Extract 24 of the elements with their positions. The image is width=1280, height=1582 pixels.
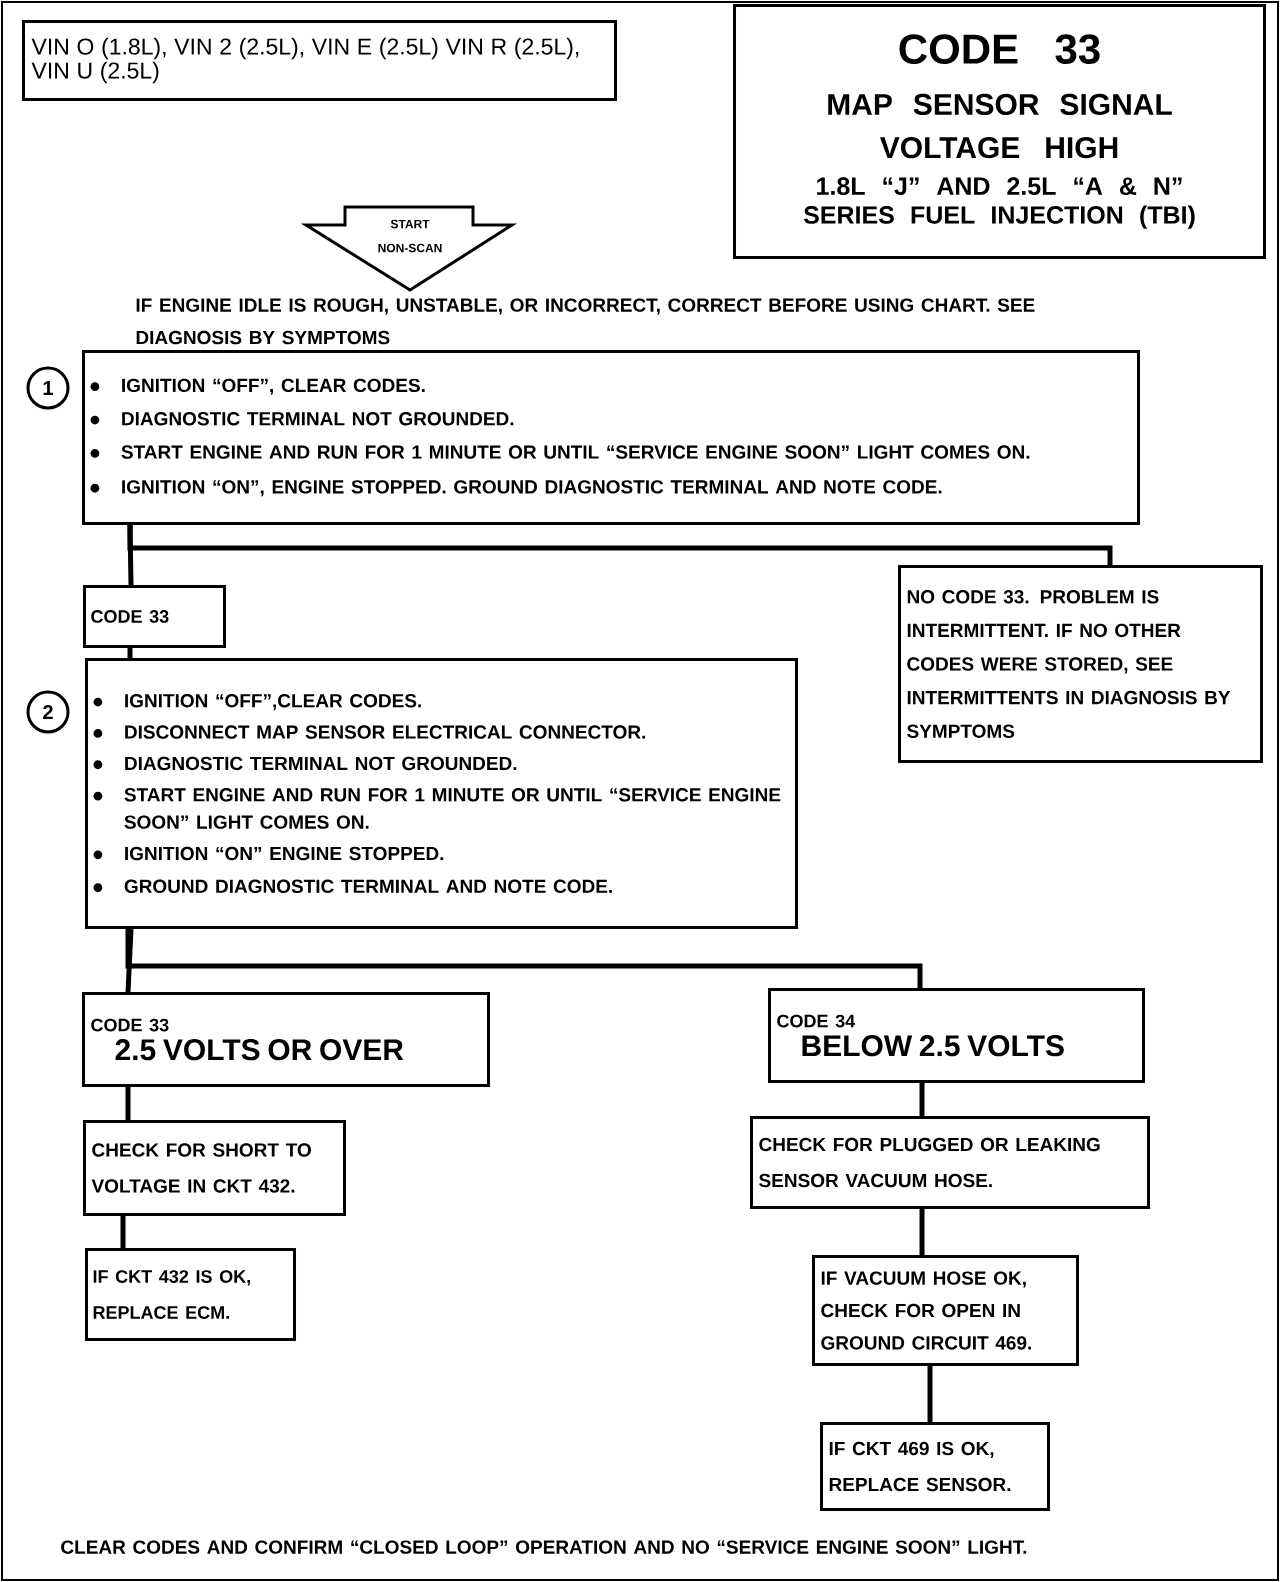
connector-line (125, 928, 134, 993)
result-box: NO CODE 33. PROBLEM IS INTERMITTENT. IF NO OTHER CODES WERE STORED, SEE INTERMITTENTS IN DIAGNOSIS BY SYMPTOMS (898, 565, 1263, 763)
connector-line (127, 648, 133, 658)
connector-line (125, 1087, 131, 1120)
connector-line (919, 1083, 925, 1116)
connector-line (919, 1209, 925, 1255)
connector-line (120, 1216, 126, 1248)
vin-box: VIN O (1.8L), VIN 2 (2.5L), VIN E (2.5L) VIN R (2.5L), VIN U (2.5L) (22, 20, 617, 101)
title-box: CODE 33 MAP SENSOR SIGNAL VOLTAGE HIGH 1.8L “J” AND 2.5L “A & N” SERIES FUEL INJECTION (TBI) (733, 4, 1266, 259)
step-box: IGNITION “OFF”, CLEAR CODES. DIAGNOSTIC TERMINAL NOT GROUNDED. START ENGINE AND RUN FOR 1 MINUTE OR UNTIL “SERVICE ENGINE SOON” LIGHT COMES ON. IGNITION “ON”, ENGINE STOPPED. GROUND DIAGNOSTIC TERMINAL AND NOTE CODE. (82, 350, 1140, 525)
action-box: IF CKT 469 IS OK, REPLACE SENSOR. (820, 1422, 1050, 1511)
connector-line (927, 1366, 933, 1422)
action-box: CHECK FOR SHORT TO VOLTAGE IN CKT 432. (83, 1120, 346, 1216)
action-box: IF VACUUM HOSE OK, CHECK FOR OPEN IN GROUND CIRCUIT 469. (812, 1255, 1079, 1366)
action-box: CHECK FOR PLUGGED OR LEAKING SENSOR VACUUM HOSE. (750, 1116, 1150, 1209)
result-box: CODE 33 (83, 585, 226, 648)
result-box: CODE 33 2.5 VOLTS OR OVER (82, 992, 490, 1087)
instruction-note: IF ENGINE IDLE IS ROUGH, UNSTABLE, OR INCORRECT, CORRECT BEFORE USING CHART. SEE DIAGNOSIS BY SYMPTOMS (136, 298, 1035, 345)
footer-note: CLEAR CODES AND CONFIRM “CLOSED LOOP” OPERATION AND NO “SERVICE ENGINE SOON” LIGHT. (61, 1540, 1027, 1554)
connector-line (125, 929, 923, 988)
result-box: CODE 34 BELOW 2.5 VOLTS (768, 988, 1145, 1083)
action-box: IF CKT 432 IS OK, REPLACE ECM. (85, 1248, 296, 1341)
step-box: IGNITION “OFF”,CLEAR CODES. DISCONNECT MAP SENSOR ELECTRICAL CONNECTOR. DIAGNOSTIC TERMINAL NOT GROUNDED. START ENGINE AND RUN FOR 1 MINUTE OR UNTIL “SERVICE ENGINE SOON” LIGHT COMES ON. IGNITION “ON” ENGINE STOPPED. GROUND DIAGNOSTIC TERMINAL AND NOTE CODE. (85, 658, 798, 929)
connector-line (127, 525, 1113, 565)
